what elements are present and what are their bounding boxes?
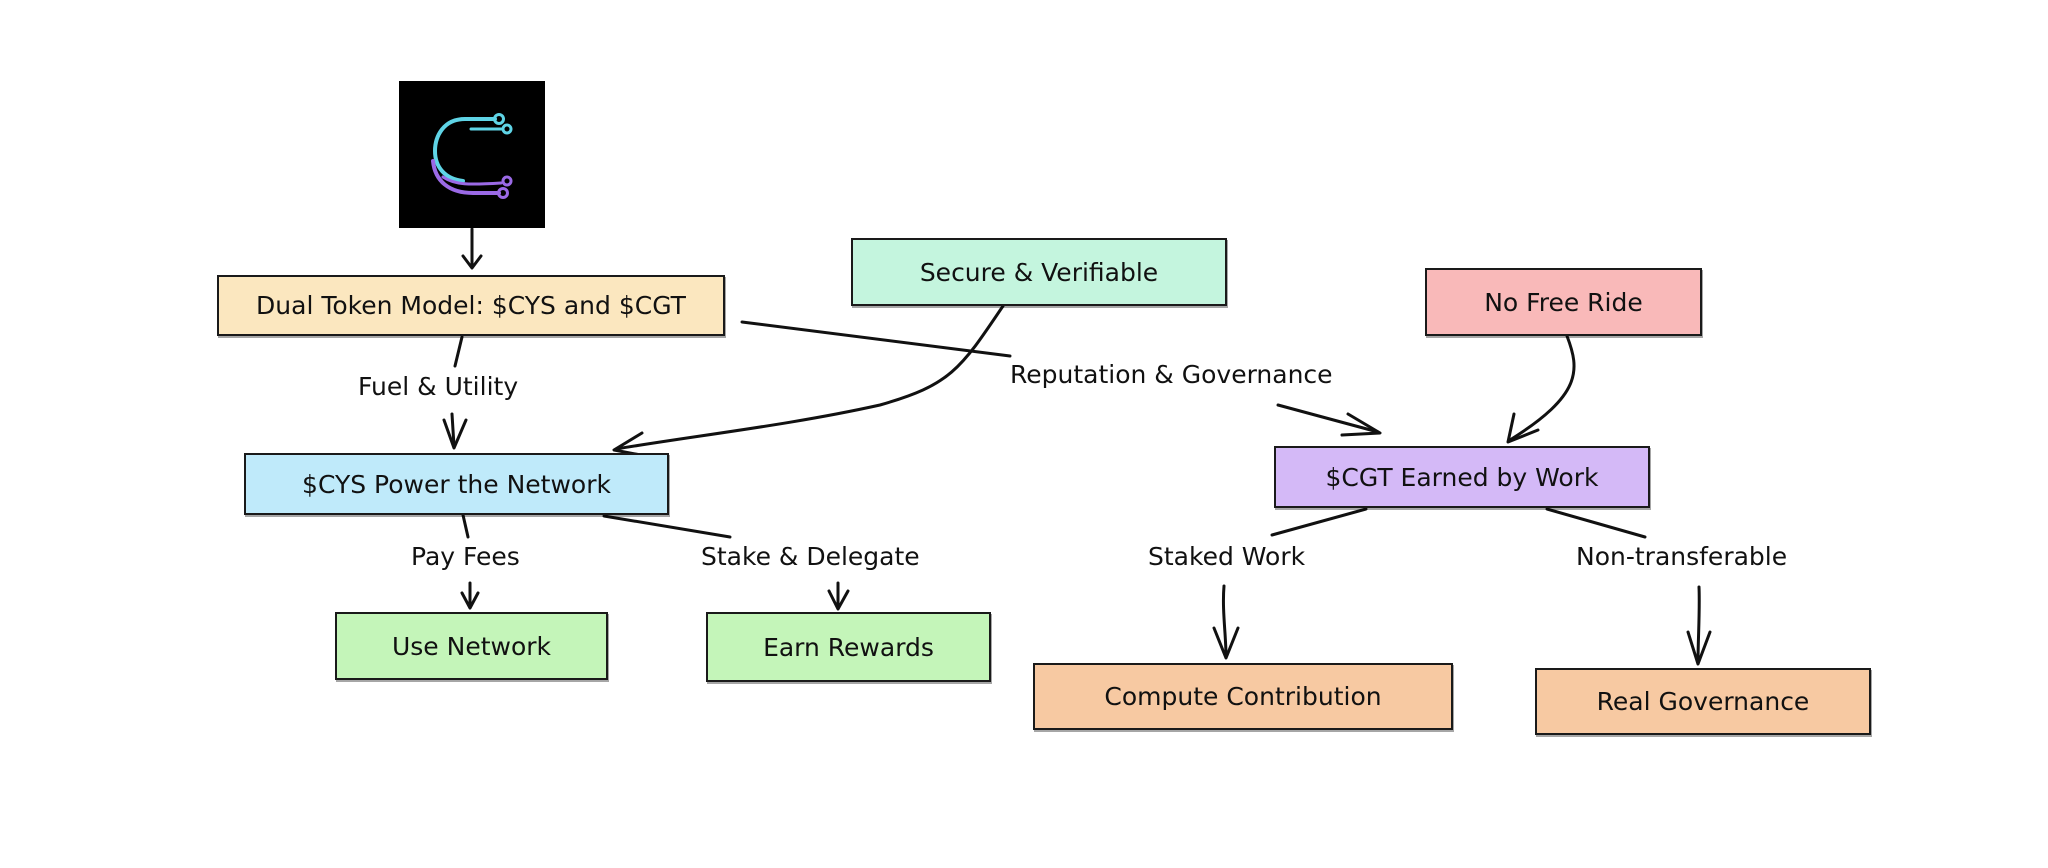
edge-label-fuel-utility: Fuel & Utility: [354, 372, 523, 401]
arrowhead-cys: [442, 418, 468, 450]
edge-cgt-to-staked-work: [1270, 507, 1368, 537]
arrowhead-real-gov: [1686, 630, 1712, 666]
node-earn-rewards: Earn Rewards: [706, 612, 991, 682]
edge-label-staked-work: Staked Work: [1144, 542, 1310, 571]
arrowhead-use-network: [460, 591, 480, 610]
edge-cys-to-stake: [602, 514, 732, 539]
node-earn-rewards-label: Earn Rewards: [763, 632, 934, 662]
node-cys-power-label: $CYS Power the Network: [302, 469, 611, 499]
node-dual-token-model: Dual Token Model: $CYS and $CGT: [217, 275, 725, 336]
node-cys-power: $CYS Power the Network: [244, 453, 669, 515]
arrowhead-noride: [1506, 412, 1540, 444]
arrowhead-earn-rewards: [827, 589, 850, 611]
edge-label-reputation-governance: Reputation & Governance: [1006, 360, 1337, 389]
arrowhead-logo: [461, 254, 483, 270]
arrowhead-compute: [1212, 626, 1240, 660]
edge-cgt-to-nontransferable: [1545, 507, 1647, 539]
arrowhead-reputation: [1340, 412, 1382, 437]
edge-nontransferable-to-realgov: [1696, 585, 1701, 664]
node-use-network-label: Use Network: [391, 631, 552, 661]
node-real-governance-label: Real Governance: [1596, 687, 1810, 716]
edge-noride-to-cgt: [1508, 334, 1576, 442]
edge-dual-to-cys: [453, 335, 464, 368]
node-real-governance: Real Governance: [1535, 668, 1871, 735]
edge-staked-work-to-compute: [1221, 584, 1228, 658]
edge-label-non-transferable: Non-transferable: [1572, 542, 1792, 571]
node-compute-contribution-label: Compute Contribution: [1104, 682, 1382, 711]
edge-secure-to-cys: [614, 304, 1005, 451]
node-no-free-ride-label: No Free Ride: [1484, 287, 1643, 317]
edge-reputation-to-cgt: [1276, 403, 1380, 434]
logo-tile: [399, 81, 545, 228]
node-secure-verifiable-label: Secure & Verifiable: [919, 257, 1159, 287]
c-circuit-logo-icon: [431, 113, 513, 199]
node-use-network: Use Network: [335, 612, 608, 680]
edge-label-pay-fees: Pay Fees: [407, 542, 524, 571]
edge-dual-to-cys-lower: [450, 412, 456, 448]
edge-cys-to-pay-fees: [461, 513, 470, 539]
node-compute-contribution: Compute Contribution: [1033, 663, 1453, 730]
edge-label-stake-delegate: Stake & Delegate: [697, 542, 924, 571]
node-cgt-earned-label: $CGT Earned by Work: [1325, 462, 1599, 492]
node-cgt-earned: $CGT Earned by Work: [1274, 446, 1650, 508]
node-dual-token-model-label: Dual Token Model: $CYS and $CGT: [256, 291, 686, 320]
node-secure-verifiable: Secure & Verifiable: [851, 238, 1227, 306]
node-no-free-ride: No Free Ride: [1425, 268, 1702, 336]
edge-dual-to-reputation: [740, 320, 1012, 358]
